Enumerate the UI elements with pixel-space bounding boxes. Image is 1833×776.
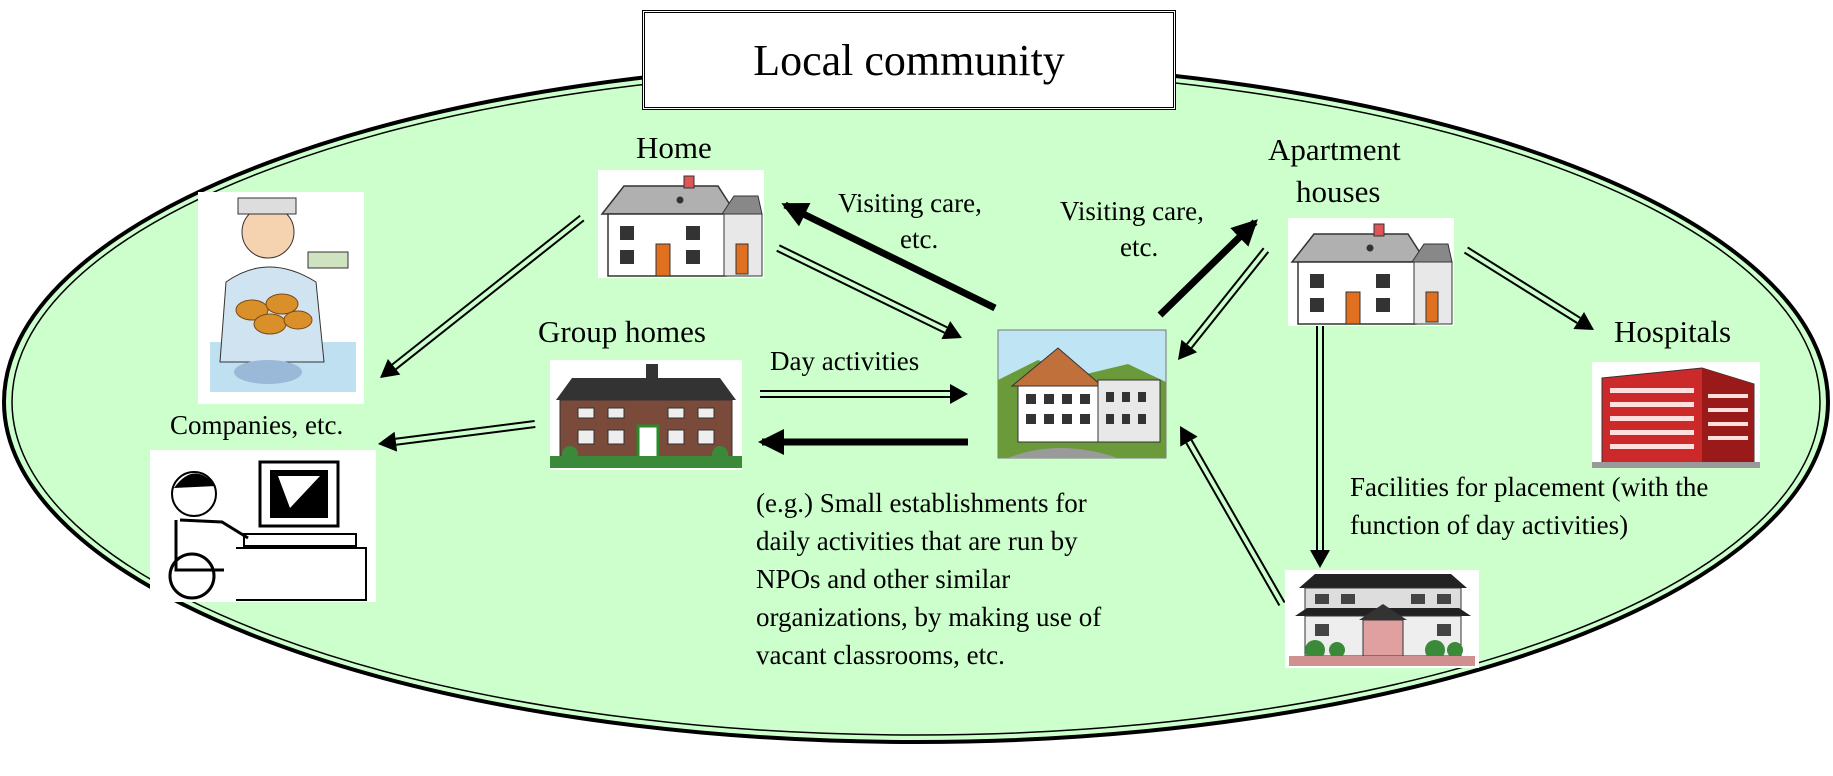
hollow-arrow-home-to-facility-rail [778, 244, 948, 329]
hollow-arrow-home-to-companies-rail [391, 214, 581, 366]
hollow-arrow-home-to-companies [380, 214, 585, 378]
apartment-label-line2: houses [1296, 174, 1381, 209]
note-line: daily activities that are run by [756, 526, 1078, 556]
apartment-house-icon [1288, 218, 1454, 326]
visiting-care-right-line2: etc. [1120, 232, 1159, 262]
hollow-arrow-apartment-to-hospitals-rail [1467, 246, 1581, 319]
visiting-care-left-line1: Visiting care, [838, 188, 982, 218]
wheelchair-computer-user-icon [150, 450, 376, 602]
hollow-arrow-home-to-facility [776, 244, 962, 340]
hollow-arrow-home-to-facility-rail [776, 249, 945, 334]
hollow-arrow-apartment-to-hospitals [1463, 246, 1594, 330]
hollow-arrow-apartment-to-hospitals-head [1573, 311, 1594, 330]
group-homes-label: Group homes [538, 314, 706, 349]
small-establishments-note: (e.g.) Small establishments for daily ac… [756, 484, 1101, 674]
companies-label: Companies, etc. [170, 410, 344, 440]
hollow-arrow-home-to-companies-head [380, 358, 401, 378]
solid-arrow-to-home [781, 201, 997, 312]
hollow-arrow-grouphome-to-companies-head [378, 431, 398, 452]
hospitals-label: Hospitals [1614, 314, 1732, 349]
note-line: organizations, by making use of [756, 602, 1102, 632]
note-line: Facilities for placement (with the [1350, 472, 1709, 502]
visiting-care-left-line2: etc. [900, 224, 939, 254]
hollow-arrow-apartment-to-placement [1310, 326, 1330, 568]
note-line: function of day activities) [1350, 510, 1629, 540]
hollow-arrow-apartment-to-facility-head [1178, 339, 1198, 360]
group-home-icon [550, 360, 742, 470]
hollow-arrow-apartment-to-facility-rail [1186, 247, 1265, 345]
hollow-arrow-placement-to-facility [1180, 426, 1286, 606]
hollow-arrows [378, 214, 1594, 606]
hollow-arrow-apartment-to-facility [1178, 247, 1270, 360]
hollow-arrow-apartment-to-placement-head [1310, 550, 1330, 568]
home-house-icon [598, 170, 764, 278]
hollow-arrow-grouphome-to-companies [378, 420, 536, 452]
hollow-arrow-grouphome-to-facility [760, 384, 968, 404]
hollow-arrow-placement-to-facility-rail [1185, 442, 1281, 606]
note-line: vacant classrooms, etc. [756, 640, 1005, 670]
hollow-arrow-grouphome-to-companies-rail [395, 420, 535, 440]
hollow-arrow-apartment-to-facility-rail [1190, 251, 1270, 349]
hollow-arrow-apartment-to-hospitals-rail [1463, 251, 1578, 324]
placement-facility-icon [1285, 570, 1479, 668]
hollow-arrow-grouphome-to-facility-head [950, 384, 968, 404]
diagram-title: Local community [753, 35, 1065, 85]
note-line: NPOs and other similar [756, 564, 1011, 594]
hollow-arrow-home-to-facility-head [941, 321, 962, 340]
hollow-arrow-placement-to-facility-rail [1190, 439, 1286, 604]
placement-note: Facilities for placement (with the funct… [1350, 468, 1708, 544]
apartment-label-line1: Apartment [1268, 132, 1401, 167]
day-activities-label: Day activities [770, 346, 920, 376]
home-label: Home [636, 130, 712, 165]
solid-arrow-to-apartment [1157, 219, 1258, 318]
visiting-care-right-line1: Visiting care, [1060, 196, 1204, 226]
hospital-building-icon [1592, 362, 1760, 468]
day-activity-facility-icon [997, 329, 1167, 459]
hollow-arrow-placement-to-facility-head [1180, 426, 1198, 447]
title-box: Local community [642, 10, 1176, 110]
baker-worker-icon [198, 192, 364, 404]
hollow-arrow-grouphome-to-companies-rail [396, 425, 536, 446]
note-line: (e.g.) Small establishments for [756, 488, 1087, 518]
hollow-arrow-home-to-companies-rail [395, 219, 585, 370]
